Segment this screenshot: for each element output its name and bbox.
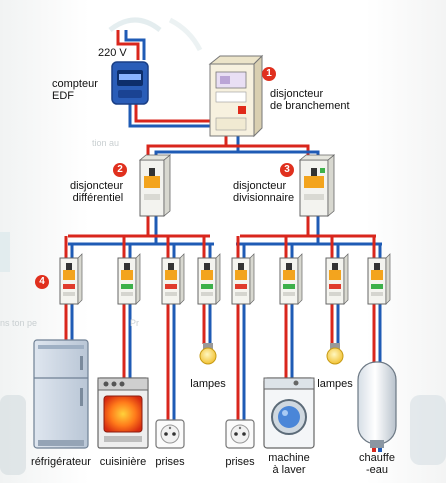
main-breaker: [208, 54, 264, 138]
branch-breaker: [367, 253, 391, 305]
meter-label-line2: EDF: [52, 90, 74, 102]
heater-label-line2: -eau: [365, 464, 389, 476]
callout-badge-4: 4: [35, 275, 49, 289]
meter-label: compteur EDF: [52, 78, 98, 102]
right-sockets-label: prises: [225, 456, 255, 468]
callout-badge-1: 1: [262, 67, 276, 81]
differential-breaker-label: disjoncteur différentiel: [70, 180, 123, 204]
background-text-fragment: tion au: [92, 138, 120, 148]
appliance-wires: [64, 304, 382, 420]
background-text-fragment: Pr: [130, 318, 139, 328]
right-socket-illustration: [225, 419, 255, 449]
washing-machine-illustration: [263, 377, 315, 449]
supply-cable: [116, 30, 146, 60]
heater-label-line1: chauffe: [359, 452, 395, 464]
cooker-illustration: [97, 377, 149, 449]
left-socket-illustration: [155, 419, 185, 449]
background-text-fragment: ns ton pe: [0, 318, 38, 328]
branch-breaker: [197, 253, 221, 305]
callout-badge-3: 3: [280, 163, 294, 177]
main-to-sub-wires: [146, 136, 320, 162]
right-drops: [236, 236, 382, 260]
branch-breakers: [59, 253, 391, 305]
differential-breaker-label-line2: différentiel: [72, 192, 124, 204]
right-lamps-label: lampes: [317, 378, 353, 390]
left-bus-wires: [68, 214, 214, 258]
main-breaker-label: disjoncteur de branchement: [270, 88, 350, 112]
main-breaker-label-line2: de branchement: [270, 100, 350, 112]
washer-label: machine à laver: [264, 452, 314, 476]
heater-label: chauffe -eau: [352, 452, 402, 476]
washer-label-line1: machine: [268, 452, 310, 464]
washer-label-line2: à laver: [272, 464, 306, 476]
left-drops: [64, 236, 212, 260]
callout-badge-2: 2: [113, 163, 127, 177]
water-heater-illustration: [357, 361, 397, 452]
electricity-meter: [111, 61, 149, 105]
branch-breaker: [161, 253, 185, 305]
voltage-label: 220 V: [98, 47, 127, 59]
refrigerator-illustration: [33, 339, 89, 449]
right-lamp-illustration: [326, 343, 344, 365]
right-bus-wires: [236, 214, 382, 246]
branch-breaker: [325, 253, 349, 305]
divisional-breaker-label: disjoncteur divisionnaire: [233, 180, 294, 204]
cooker-label: cuisinière: [99, 456, 147, 468]
differential-breaker: [138, 154, 172, 217]
divisional-breaker-label-line2: divisionnaire: [233, 192, 295, 204]
divisional-breaker: [298, 154, 336, 217]
branch-breaker: [279, 253, 303, 305]
main-breaker-label-line1: disjoncteur: [270, 88, 324, 100]
branch-breaker: [117, 253, 141, 305]
branch-breaker: [59, 253, 83, 305]
branch-breaker: [231, 253, 255, 305]
left-sockets-label: prises: [155, 456, 185, 468]
divisional-breaker-label-line1: disjoncteur: [233, 180, 287, 192]
left-lamp-illustration: [199, 343, 217, 365]
left-lamps-label: lampes: [190, 378, 226, 390]
background-artefacts: [0, 17, 446, 475]
differential-breaker-label-line1: disjoncteur: [70, 180, 124, 192]
fridge-label: réfrigérateur: [31, 456, 91, 468]
meter-label-line1: compteur: [52, 78, 98, 90]
